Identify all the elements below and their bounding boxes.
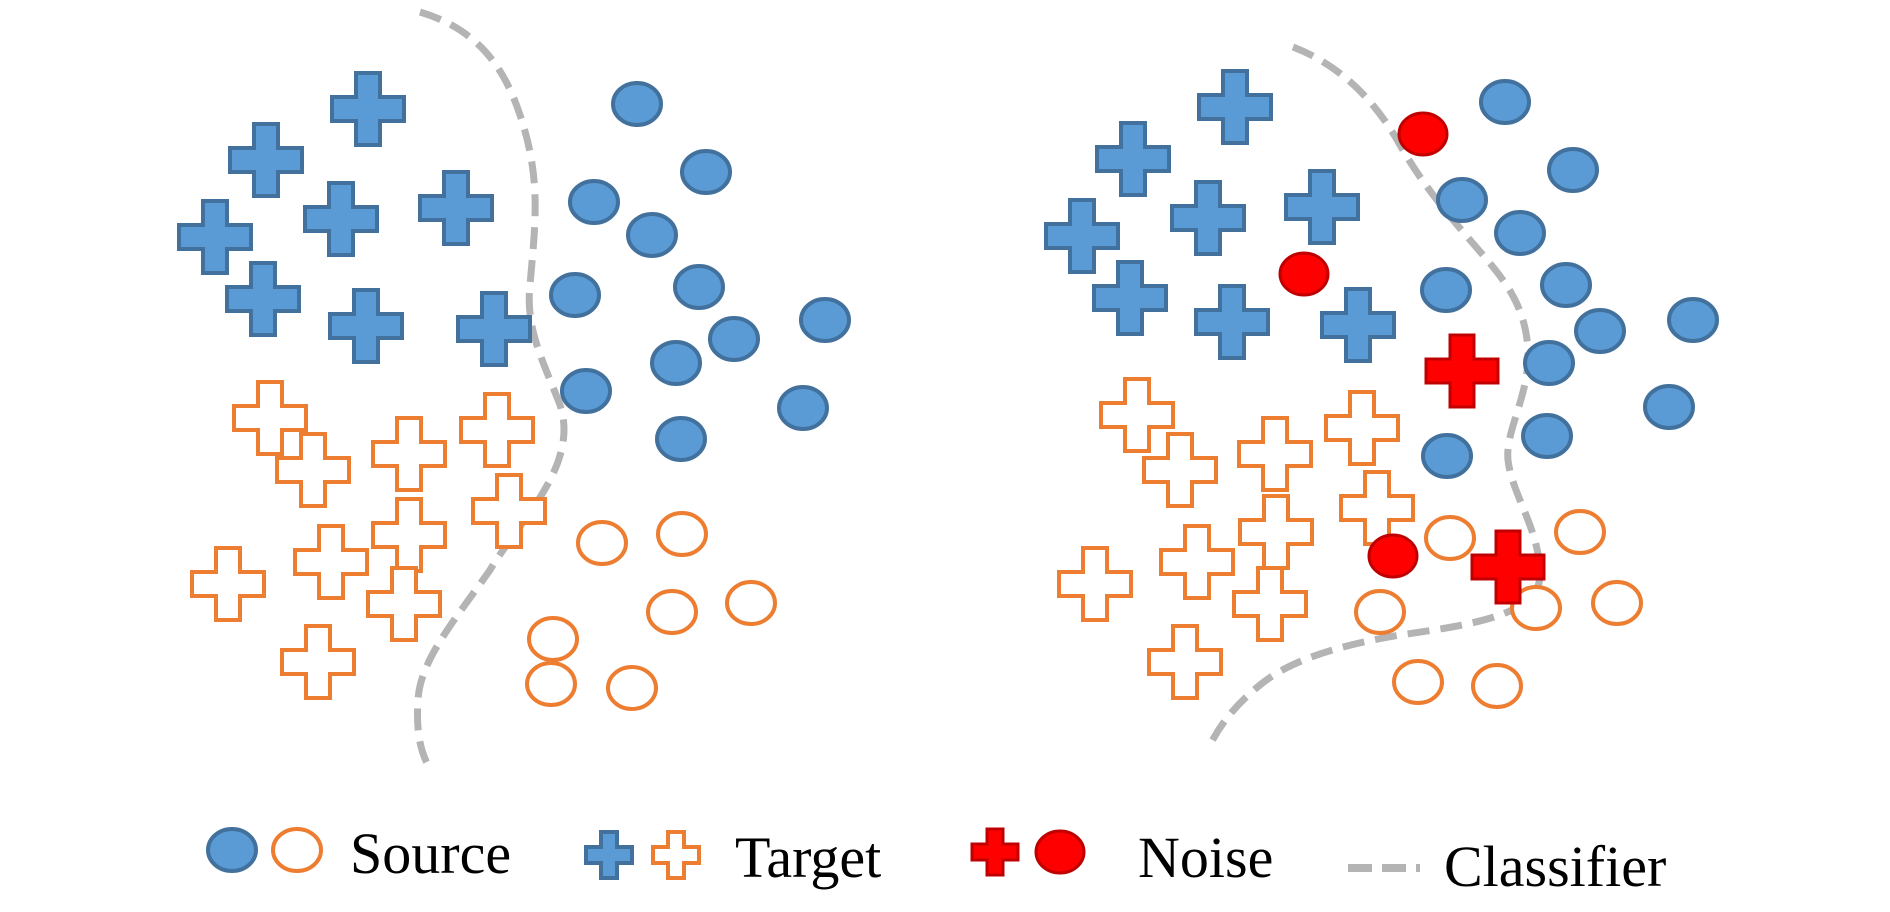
source-circle-blue	[611, 81, 663, 127]
source-circle-blue	[650, 340, 702, 386]
legend-target-label: Target	[735, 825, 881, 890]
source-circle-orange	[1354, 589, 1406, 635]
target-plus-orange	[190, 546, 266, 622]
target-plus-blue	[418, 170, 494, 246]
target-plus-orange	[1147, 624, 1223, 700]
noise-circle-red	[1278, 251, 1330, 297]
legend-target-icons	[584, 830, 701, 880]
source-circle-orange	[1471, 663, 1523, 709]
target-plus-orange	[459, 392, 535, 468]
source-circle-blue	[560, 368, 612, 414]
noise-circle-red	[1367, 533, 1419, 579]
target-plus-blue	[1197, 69, 1273, 145]
target-plus-blue	[1092, 260, 1168, 336]
target-plus-orange	[471, 473, 547, 549]
source-circle-blue	[1540, 262, 1592, 308]
target-plus-orange	[1159, 524, 1235, 600]
legend-classifier-label: Classifier	[1444, 834, 1666, 899]
source-circle-blue	[708, 316, 760, 362]
target-plus-blue	[1194, 284, 1270, 360]
source-circle-orange	[1392, 659, 1444, 705]
source-circle-blue	[549, 272, 601, 318]
target-plus-orange	[280, 624, 356, 700]
noise-circle-red	[1397, 111, 1449, 157]
source-circle-blue	[1523, 340, 1575, 386]
source-circle-blue	[1547, 147, 1599, 193]
source-circle-blue	[673, 264, 725, 310]
target-plus-blue	[328, 288, 404, 364]
source-circle-blue	[1574, 308, 1626, 354]
target-plus-orange	[1142, 432, 1218, 508]
source-circle-orange	[1591, 580, 1643, 626]
target-plus-orange	[1057, 546, 1133, 622]
target-plus-orange	[1324, 390, 1400, 466]
legend-source-label: Source	[350, 821, 511, 886]
target-plus-orange	[293, 524, 369, 600]
target-plus-orange	[1238, 494, 1314, 570]
target-plus-orange	[275, 432, 351, 508]
source-circle-orange	[527, 616, 579, 662]
target-plus-blue	[1320, 287, 1396, 363]
right-panel-noisy-classification	[1044, 43, 1719, 747]
target-plus-orange	[1099, 377, 1175, 453]
target-plus-orange	[371, 497, 447, 573]
source-circle-blue	[626, 212, 678, 258]
target-plus-blue	[225, 261, 301, 337]
legend-target-plus-orange	[651, 830, 701, 880]
source-circle-orange	[656, 511, 708, 557]
target-plus-blue	[1044, 198, 1120, 274]
classifier-boundary-line	[414, 8, 568, 767]
target-plus-orange	[366, 566, 442, 642]
source-circle-blue	[1521, 413, 1573, 459]
legend-source-circle-blue	[206, 827, 258, 873]
legend-noise-label: Noise	[1138, 825, 1273, 890]
target-plus-orange	[232, 380, 308, 456]
source-circle-blue	[680, 149, 732, 195]
source-circle-blue	[568, 179, 620, 225]
source-circle-orange	[576, 520, 628, 566]
legend-source-icons	[206, 827, 323, 873]
target-plus-orange	[1237, 416, 1313, 492]
noise-plus-red	[1424, 333, 1500, 409]
legend-source-circle-orange	[271, 827, 323, 873]
source-circle-blue	[1420, 267, 1472, 313]
target-plus-blue	[177, 199, 253, 275]
target-plus-blue	[456, 291, 532, 367]
source-circle-orange	[525, 661, 577, 707]
source-circle-orange	[1424, 515, 1476, 561]
source-circle-blue	[1436, 177, 1488, 223]
target-plus-blue	[330, 71, 406, 147]
source-circle-orange	[1510, 585, 1562, 631]
source-circle-blue	[1479, 79, 1531, 125]
noise-plus-red	[1470, 529, 1546, 605]
source-circle-blue	[1421, 433, 1473, 479]
target-plus-orange	[1339, 470, 1415, 546]
source-circle-blue	[1494, 210, 1546, 256]
source-circle-orange	[725, 580, 777, 626]
target-plus-orange	[1232, 566, 1308, 642]
source-circle-blue	[799, 297, 851, 343]
target-plus-blue	[1284, 169, 1360, 245]
source-circle-blue	[777, 385, 829, 431]
source-circle-blue	[1643, 384, 1695, 430]
source-circle-blue	[1667, 297, 1719, 343]
target-plus-blue	[228, 122, 304, 198]
target-plus-blue	[1095, 121, 1171, 197]
legend: Source Target Noise Classifier	[206, 821, 1666, 899]
source-circle-blue	[655, 416, 707, 462]
target-plus-orange	[371, 416, 447, 492]
left-panel-clean-classification	[177, 8, 851, 767]
legend-noise-plus-red	[970, 827, 1020, 877]
legend-target-plus-blue	[584, 830, 634, 880]
source-circle-orange	[606, 665, 658, 711]
target-plus-blue	[1170, 180, 1246, 256]
legend-noise-icons	[970, 827, 1086, 877]
source-circle-orange	[646, 589, 698, 635]
classifier-boundary-line	[1206, 43, 1544, 747]
legend-noise-circle-red	[1034, 829, 1086, 875]
target-plus-blue	[303, 181, 379, 257]
source-circle-orange	[1554, 509, 1606, 555]
